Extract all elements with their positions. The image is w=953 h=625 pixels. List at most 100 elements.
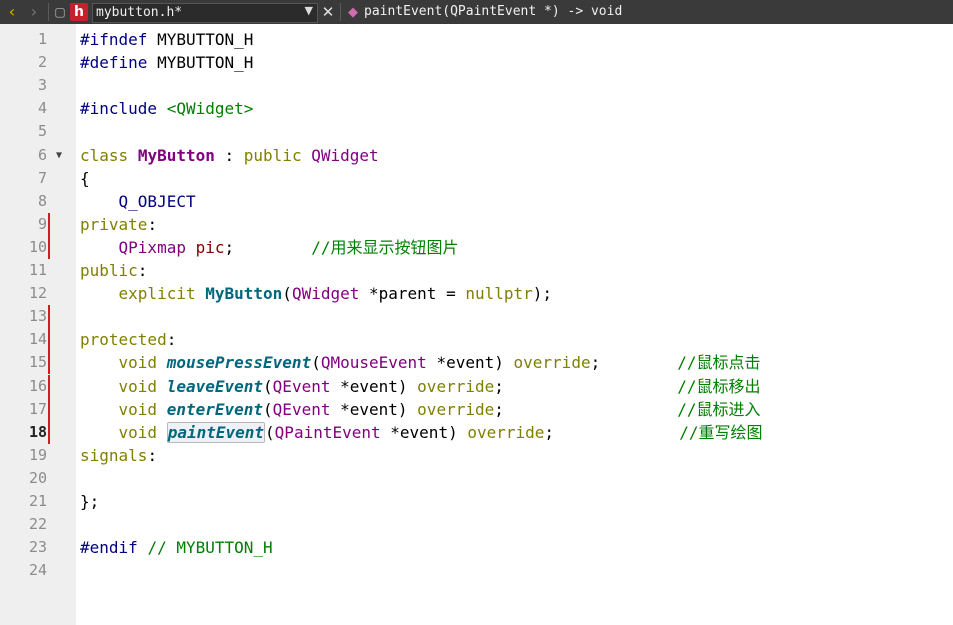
- code-token: [302, 146, 312, 165]
- code-token: ;: [590, 353, 678, 373]
- line-number: 2: [37, 53, 47, 72]
- code-token: [80, 400, 119, 419]
- line-number: 24: [28, 561, 47, 580]
- code-token: *event): [426, 353, 514, 373]
- code-text: class MyButton : public QWidget: [80, 144, 379, 167]
- code-token: QWidget: [291, 284, 360, 304]
- code-token: QPaintEvent: [274, 422, 381, 442]
- code-token: :: [147, 445, 158, 465]
- line-number: 21: [28, 492, 47, 510]
- code-token: Q_OBJECT: [80, 191, 196, 211]
- code-line: 5: [0, 120, 953, 143]
- line-number: 16: [28, 376, 47, 395]
- chevron-down-icon: ▼: [304, 4, 313, 17]
- code-token: [138, 538, 148, 557]
- change-marker: [48, 374, 50, 398]
- line-number: 13: [28, 307, 47, 326]
- code-text: };: [80, 490, 99, 513]
- back-arrow-icon[interactable]: ‹: [8, 2, 16, 21]
- code-token: // MYBUTTON_H: [147, 538, 273, 558]
- code-token: QEvent: [272, 399, 331, 419]
- code-line: 7{: [0, 167, 953, 190]
- code-text: signals:: [80, 444, 157, 467]
- code-text: protected:: [80, 328, 176, 351]
- code-token: MYBUTTON_H: [147, 30, 254, 49]
- toolbar-separator: [340, 3, 341, 21]
- code-token: #ifndef: [80, 30, 148, 49]
- code-token: signals: [80, 445, 148, 465]
- line-number: 9: [37, 214, 47, 233]
- code-line: 3: [0, 74, 953, 97]
- code-token: pic: [195, 237, 225, 257]
- code-token: [157, 400, 167, 419]
- line-number: 5: [37, 122, 47, 141]
- code-token: MyButton: [205, 284, 283, 304]
- code-token: #endif: [80, 538, 138, 558]
- code-token: void: [118, 376, 158, 396]
- line-number: 18: [28, 422, 47, 441]
- code-token: [196, 284, 206, 303]
- code-line: 6▼class MyButton : public QWidget: [0, 144, 953, 167]
- code-token: //重写绘图: [679, 422, 763, 442]
- code-token: *event): [380, 422, 468, 442]
- code-token: ;: [494, 399, 678, 419]
- code-text: void leaveEvent(QEvent *event) override;…: [80, 375, 761, 398]
- code-token: override: [467, 422, 545, 442]
- open-documents-combo[interactable]: mybutton.h* ▼: [92, 3, 318, 23]
- toolbar-separator: [48, 3, 49, 21]
- change-marker: [48, 328, 50, 352]
- line-number-gutter: [0, 24, 76, 625]
- code-line: 2 #define MYBUTTON_H: [0, 51, 953, 74]
- code-text: #endif // MYBUTTON_H: [80, 536, 273, 559]
- line-number: 10: [28, 237, 47, 256]
- line-number: 3: [37, 76, 47, 95]
- code-token: (: [311, 353, 321, 373]
- code-line: 20: [0, 467, 953, 490]
- code-token: public: [243, 145, 302, 165]
- code-token: :: [166, 330, 177, 350]
- code-text: #define MYBUTTON_H: [80, 51, 253, 74]
- line-number: 22: [28, 515, 47, 534]
- code-line: 1#ifndef MYBUTTON_H: [0, 28, 953, 51]
- code-token: enterEvent: [166, 399, 264, 419]
- code-token: override: [417, 376, 495, 396]
- split-view-icon[interactable]: ▢: [54, 5, 66, 19]
- line-number: 7: [37, 168, 47, 187]
- fold-arrow-icon[interactable]: ▼: [56, 149, 63, 161]
- code-token: paintEvent: [166, 421, 266, 443]
- code-token: void: [118, 422, 158, 442]
- code-token: private: [80, 214, 148, 234]
- close-document-button[interactable]: ✕: [321, 3, 335, 21]
- code-token: *event): [330, 399, 418, 419]
- code-token: override: [513, 353, 591, 373]
- code-token: public: [80, 261, 138, 280]
- code-token: <QWidget>: [166, 99, 254, 119]
- code-editor[interactable]: [76, 24, 953, 625]
- code-text: #include <QWidget>: [80, 97, 253, 120]
- code-token: *event): [330, 376, 418, 396]
- header-file-icon: h: [70, 3, 88, 21]
- code-token: #define: [80, 53, 148, 73]
- code-token: [128, 146, 138, 165]
- change-marker: [48, 235, 50, 259]
- method-symbol-icon: ◆: [348, 5, 358, 20]
- code-text: #ifndef MYBUTTON_H: [80, 28, 253, 51]
- code-token: leaveEvent: [166, 376, 264, 396]
- code-token: //鼠标进入: [677, 399, 761, 419]
- code-token: (: [282, 284, 292, 304]
- code-token: explicit: [118, 284, 196, 304]
- current-symbol-combo[interactable]: paintEvent(QPaintEvent *) -> void: [364, 4, 623, 19]
- line-number: 17: [28, 399, 47, 418]
- code-line: 15 void mousePressEvent(QMouseEvent *eve…: [0, 351, 953, 375]
- code-line: 17 void enterEvent(QEvent *event) overri…: [0, 397, 953, 421]
- code-token: ;: [494, 376, 678, 396]
- code-token: *parent =: [359, 284, 466, 304]
- code-line: 23#endif // MYBUTTON_H: [0, 536, 953, 559]
- code-token: :: [147, 214, 158, 234]
- forward-arrow-icon[interactable]: ›: [30, 2, 38, 21]
- code-token: [186, 238, 196, 257]
- current-file-name: mybutton.h*: [96, 5, 183, 20]
- code-token: [80, 423, 119, 442]
